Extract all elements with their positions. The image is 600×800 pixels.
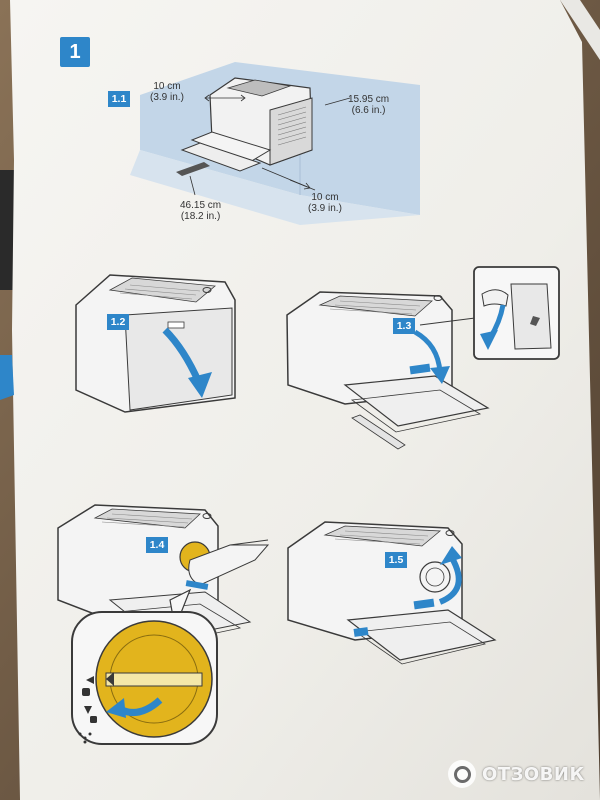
substep-badge-1-3: 1.3 (393, 318, 415, 334)
paper-guide (413, 598, 435, 610)
otzovik-logo-icon (448, 760, 476, 788)
clearance-lines (189, 94, 351, 196)
substep-badge-1-4: 1.4 (146, 537, 168, 553)
paper-tray (346, 609, 497, 661)
substep-badge-1-2: 1.2 (107, 314, 129, 330)
substep-badge-1-1: 1.1 (108, 91, 130, 107)
otzovik-watermark: ОТЗОВИК (448, 758, 585, 790)
clearance-side-imperial: (3.9 in.) (308, 203, 342, 214)
clearance-top-metric: 10 cm (153, 81, 181, 92)
clearance-front-label: 46.15 cm (18.2 in.) (180, 200, 221, 222)
clearance-rear-metric: 15.95 cm (348, 94, 390, 105)
clearance-rear-label: 15.95 cm (6.6 in.) (348, 94, 389, 116)
toner-handle (105, 672, 203, 687)
room-floor (130, 150, 420, 225)
step-number-badge: 1 (60, 37, 90, 67)
page-edge-tab (0, 355, 14, 400)
watermark-text: ОТЗОВИК (482, 763, 585, 785)
printer-body (287, 521, 463, 641)
clearance-front-metric: 46.15 cm (180, 200, 222, 211)
paper-guide (409, 363, 431, 375)
left-edge-object (0, 170, 14, 290)
illustration-open-cover (75, 274, 236, 413)
clearance-top-imperial: (3.9 in.) (150, 92, 184, 103)
clearance-front-imperial: (18.2 in.) (180, 211, 221, 222)
hand-icon (188, 544, 270, 586)
lock-symbols (78, 676, 97, 744)
arrow-up-icon (438, 556, 462, 605)
clearance-side-metric: 10 cm (311, 192, 339, 203)
clearance-top-label: 10 cm (3.9 in.) (150, 81, 184, 103)
illustration-close-cover (287, 521, 497, 665)
illustration-clearance (130, 62, 420, 225)
clearance-side-label: 10 cm (3.9 in.) (308, 192, 342, 214)
substep-badge-1-5: 1.5 (385, 552, 407, 568)
hand-icon (481, 289, 509, 307)
paper-tray (343, 375, 490, 427)
illustration-toner-install (57, 504, 270, 745)
clearance-rear-imperial: (6.6 in.) (351, 105, 386, 116)
